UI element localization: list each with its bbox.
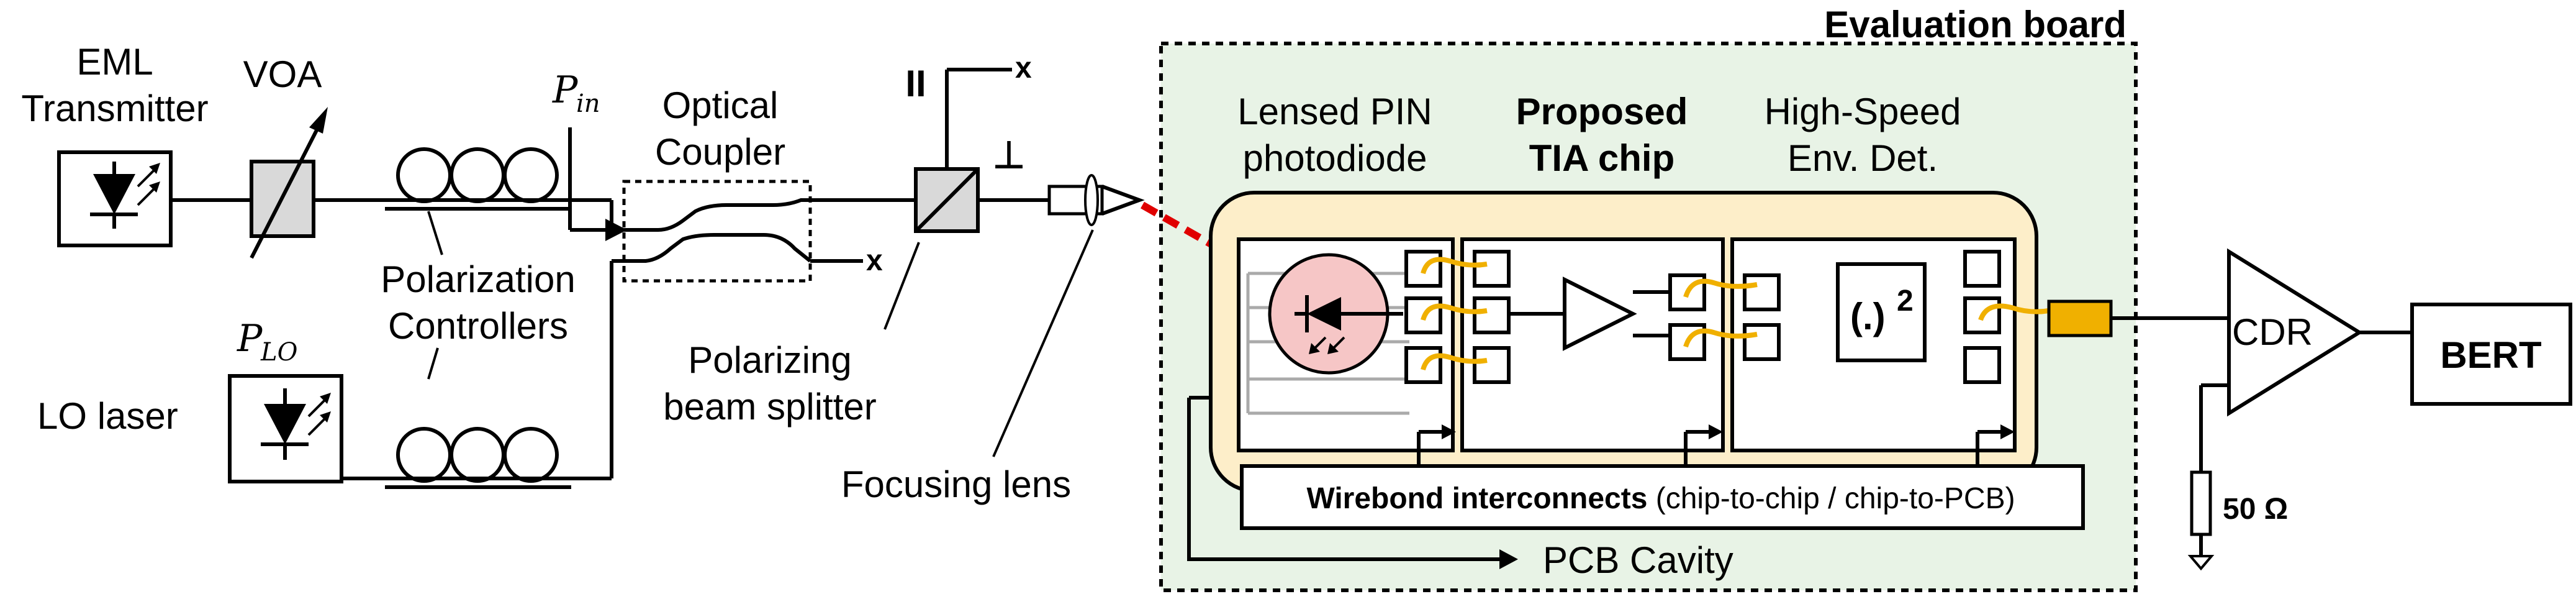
emitter-icon [261,388,331,460]
emitter-icon [90,162,160,229]
pbs-output-x: x [1015,52,1032,85]
pbs-parallel-label: II [905,63,926,104]
interconnect-arrows [1417,424,2015,466]
polarization-controller-top [385,147,571,211]
svg-text:CDR: CDR [2232,311,2313,353]
svg-text:in: in [576,89,600,118]
pbs-label-line1: Polarizing [688,339,851,381]
polarizing-beam-splitter [914,167,980,233]
pbs-perp-label: ⊥ [993,134,1025,176]
photodiode-icon [1295,295,1403,354]
lo-laser [228,374,343,483]
tia-label-line2: TIA chip [1529,137,1674,179]
env-label-line1: High-Speed [1765,91,1961,132]
pbs-label-line2: beam splitter [663,386,876,428]
svg-text:LO: LO [260,338,297,367]
amplifier-icon [1563,277,1637,351]
pin-pd-label-line1: Lensed PIN [1237,91,1432,132]
tia-label-line1: Proposed [1516,91,1688,132]
env-label-line2: Env. Det. [1787,137,1938,179]
voa-label: VOA [243,53,322,95]
coupler-output-x: x [866,244,883,277]
voa [250,107,328,259]
square-function-label: (.) 2 [1850,285,1914,337]
pc-label-line1: Polarization [381,258,576,300]
lo-laser-label: LO laser [37,395,178,437]
pc-label-line2: Controllers [388,305,568,347]
svg-text:P: P [237,317,263,360]
eml-transmitter [57,150,173,247]
pcb-cavity-arrow [1187,398,1503,561]
optical-coupler [622,180,812,283]
svg-text:BERT: BERT [2440,334,2541,376]
coupler-label-line1: Optical [662,85,779,126]
pin-photodiode-chip [1237,237,1455,452]
svg-text:Wirebond interconnects (chip-t: Wirebond interconnects (chip-to-chip / c… [1306,482,2015,515]
bond-wires [1421,257,2050,371]
resistor-label: 50 Ω [2223,493,2288,526]
tia-chip [1460,237,1725,452]
pin-pd-label-line2: photodiode [1243,137,1427,179]
focusing-lens-label: Focusing lens [841,464,1071,505]
svg-text:P: P [552,68,579,112]
eml-label-line2: Transmitter [21,88,208,129]
evaluation-board-label: Evaluation board [1824,4,2126,45]
svg-text:(.): (.) [1850,296,1886,337]
focusing-lens [1047,174,1145,226]
termination-resistor [2187,383,2229,571]
arrow-icon [309,107,328,134]
wirebond-interconnects-box: Wirebond interconnects (chip-to-chip / c… [1240,464,2085,530]
coupler-label-line2: Coupler [655,131,785,173]
ground-icon [2187,555,2215,571]
plo-power-label: P LO [237,317,297,367]
eml-label-line1: EML [76,41,153,83]
polarization-controller-bottom [385,427,571,489]
pcb-cavity-label: PCB Cavity [1543,539,1733,581]
input-arrow-icon [605,219,627,241]
pin-power-label: P in [552,68,600,118]
svg-text:2: 2 [1897,285,1914,318]
envelope-detector-chip: (.) 2 [1730,237,2017,452]
cdr-block: CDR [2227,248,2363,417]
bert-block: BERT [2410,303,2572,406]
pcb-pad [2047,300,2113,337]
